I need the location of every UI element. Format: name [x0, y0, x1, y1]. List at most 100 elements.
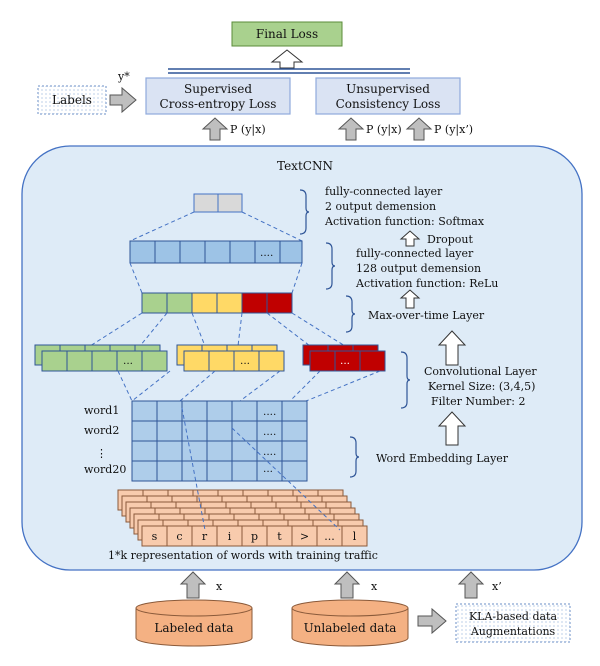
char-label: s [152, 530, 158, 543]
embedding-cell [231, 460, 258, 482]
relu-fc-ellipsis: .... [260, 247, 273, 259]
connector-line [129, 262, 143, 294]
connector-line [289, 370, 321, 402]
unsupervised-line1: Unsupervised [346, 82, 430, 96]
embedding-cell [281, 440, 308, 462]
embedding-cell [231, 400, 258, 422]
textcnn-title: TextCNN [277, 159, 333, 173]
connector-line [139, 312, 168, 347]
word-label-20: word20 [84, 463, 126, 476]
embedding-cell [231, 440, 258, 462]
embedding-cell [131, 460, 158, 482]
unsupervised-loss-box [315, 77, 461, 115]
embedding-cell [156, 460, 183, 482]
char-label: > [300, 530, 309, 543]
char-label: i [228, 530, 232, 543]
conv-map-green [34, 344, 168, 372]
embedding-cell [206, 420, 233, 442]
kla-line1: KLA-based data [469, 610, 557, 623]
connector-line [291, 312, 346, 347]
fc2-line1: fully-connected layer [325, 185, 443, 198]
conv-line1: Convolutional Layer [424, 365, 537, 378]
embedding-cell [206, 400, 233, 422]
supervised-line2: Cross-entropy Loss [160, 97, 277, 111]
embedding-cell [281, 400, 308, 422]
p-y-x-supervised: P (y|x) [230, 123, 266, 137]
connector-line [305, 370, 381, 402]
labeled-data-label: Labeled data [154, 621, 233, 635]
labels-box [37, 85, 107, 115]
embedding-cell [131, 420, 158, 442]
embedding-cell [181, 460, 208, 482]
emb-ellipsis-2: .... [263, 426, 276, 438]
embedding-cell [281, 420, 308, 442]
bracket-maxpool [345, 295, 356, 333]
char-label: ... [324, 530, 335, 543]
kla-line2: Augmentations [470, 625, 556, 638]
bracket-fc2 [299, 189, 310, 235]
fc128-line2: 128 output demension [356, 262, 481, 275]
word-label-2: word2 [84, 424, 119, 437]
embedding-cell [156, 440, 183, 462]
y-star-label: y* [117, 70, 130, 83]
emb-ellipsis-3: .... [263, 446, 276, 458]
max-pooled-layer [141, 292, 293, 314]
conv-map-red [302, 344, 386, 372]
char-cell [341, 525, 368, 547]
labeled-data-cylinder [135, 599, 253, 647]
kla-augmentation-box [455, 603, 571, 643]
conv-map-yellow [176, 344, 285, 372]
up-arrow-icon [457, 571, 485, 599]
char-label: p [251, 530, 258, 543]
char-label: c [176, 530, 182, 543]
connector-line [266, 312, 311, 347]
unsupervised-line2: Consistency Loss [336, 97, 441, 111]
connector-line [191, 312, 206, 347]
embedding-cell [131, 440, 158, 462]
emb-ellipsis-1: .... [263, 406, 276, 418]
supervised-loss-box [145, 77, 291, 115]
up-arrow-icon [399, 289, 421, 309]
embedding-cell [206, 440, 233, 462]
up-arrow-icon [437, 411, 467, 446]
connector-line [129, 211, 195, 242]
connector-line [239, 370, 281, 402]
supervised-line1: Supervised [184, 82, 252, 96]
embedding-cell [181, 440, 208, 462]
final-loss-label: Final Loss [256, 27, 318, 41]
final-loss-box [231, 21, 343, 47]
char-caption: 1*k representation of words with trainin… [108, 549, 378, 562]
char-label: r [202, 530, 208, 543]
up-arrow-icon [405, 117, 433, 141]
up-arrow-icon [201, 117, 229, 141]
up-arrow-icon [333, 571, 361, 599]
labels-box-text: Labels [52, 93, 92, 107]
x-prime-label: x’ [492, 580, 502, 593]
right-arrow-icon [109, 86, 137, 114]
embedding-cell [156, 400, 183, 422]
fc128-line1: fully-connected layer [356, 247, 474, 260]
word-label-dots: ⋮ [96, 447, 107, 460]
bracket-embedding [349, 436, 360, 478]
connector-line [117, 370, 133, 402]
char-label: l [353, 530, 357, 543]
connector-line [237, 312, 243, 347]
p-y-x-unsupervised: P (y|x) [366, 123, 402, 137]
maxpool-label: Max-over-time Layer [368, 309, 485, 322]
emb-ellipsis-4: ... [263, 463, 273, 475]
connector-line [89, 312, 143, 347]
conv-line2: Kernel Size: (3,4,5) [428, 380, 535, 393]
char-label: t [277, 530, 282, 543]
embedding-cell [281, 460, 308, 482]
connector-line [291, 262, 303, 294]
connector-line [179, 370, 216, 402]
up-arrow-icon [337, 117, 365, 141]
up-arrow-icon [399, 230, 421, 247]
word-label-1: word1 [84, 404, 119, 417]
unlabeled-data-cylinder [291, 599, 409, 647]
connector-line [231, 427, 341, 531]
up-arrow-icon [270, 49, 304, 69]
conv-green-ellipsis: ... [123, 355, 133, 367]
softmax-output-layer [193, 193, 243, 213]
word-embedding-label: Word Embedding Layer [376, 452, 509, 465]
